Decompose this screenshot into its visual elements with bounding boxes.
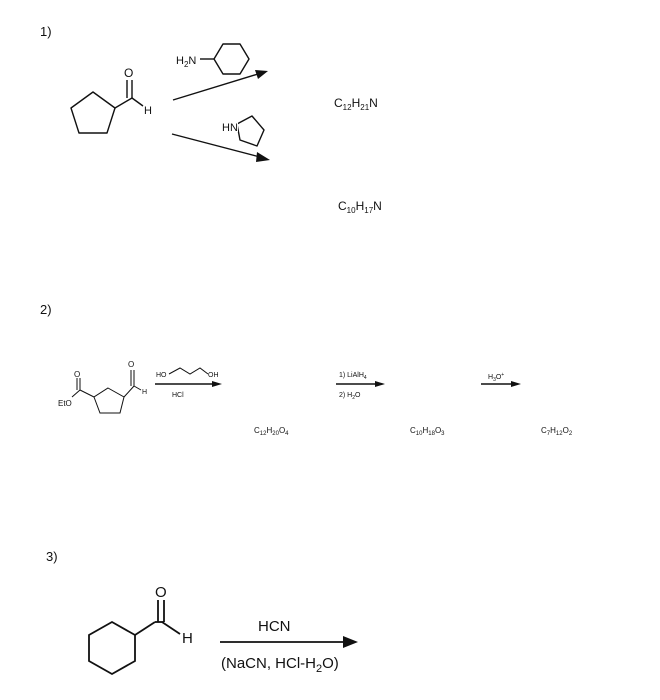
product-formula-1: C12H21N <box>334 96 378 112</box>
problem-3-reactant: O H <box>88 584 193 676</box>
lialh4-label: 1) LiAlH4 <box>339 372 367 381</box>
problem-2-number: 2) <box>40 302 52 317</box>
arrow-head-icon <box>375 381 385 387</box>
product-formula-2: C10H17N <box>338 199 382 215</box>
oxygen-label: O <box>124 66 133 80</box>
intermediate-2-formula: C10H18O3 <box>410 426 445 437</box>
arrow-head-icon <box>212 381 222 387</box>
svg-text:O: O <box>155 584 167 601</box>
problem-1-number: 1) <box>40 24 52 39</box>
hydrogen-label: H <box>144 105 152 117</box>
product-formula-3: C7H12O2 <box>541 426 573 437</box>
arrow-head-icon <box>256 152 270 162</box>
arrow-head-icon <box>343 636 358 648</box>
pyrrolidine-reagent: HN <box>222 115 265 147</box>
hn-label: HN <box>222 122 238 134</box>
problem-3-number: 3) <box>46 549 58 564</box>
h3o-label: H3O+ <box>488 372 504 383</box>
svg-text:H: H <box>182 630 193 647</box>
problem-1-reactant: O H <box>70 66 152 134</box>
cyclohexylamine-reagent: H2N <box>176 43 250 75</box>
h2n-label: H2N <box>176 55 196 69</box>
svg-text:HO: HO <box>156 372 167 379</box>
arrow-head-icon <box>255 70 268 79</box>
eto-label: EtO <box>58 399 72 408</box>
intermediate-1-formula: C12H20O4 <box>254 426 289 437</box>
problem-2-reactant: O EtO O H <box>58 360 147 414</box>
nacn-label: (NaCN, HCl-H2O) <box>221 655 339 675</box>
hcl-label: HCl <box>172 392 184 399</box>
svg-text:O: O <box>128 360 134 369</box>
hcn-label: HCN <box>258 618 291 635</box>
svg-text:OH: OH <box>208 372 219 379</box>
svg-text:O: O <box>74 370 80 379</box>
diol-reagent: HO OH <box>156 367 219 379</box>
h2o-label: 2) H2O <box>339 392 361 401</box>
svg-text:H: H <box>142 389 147 396</box>
arrow-head-icon <box>511 381 521 387</box>
